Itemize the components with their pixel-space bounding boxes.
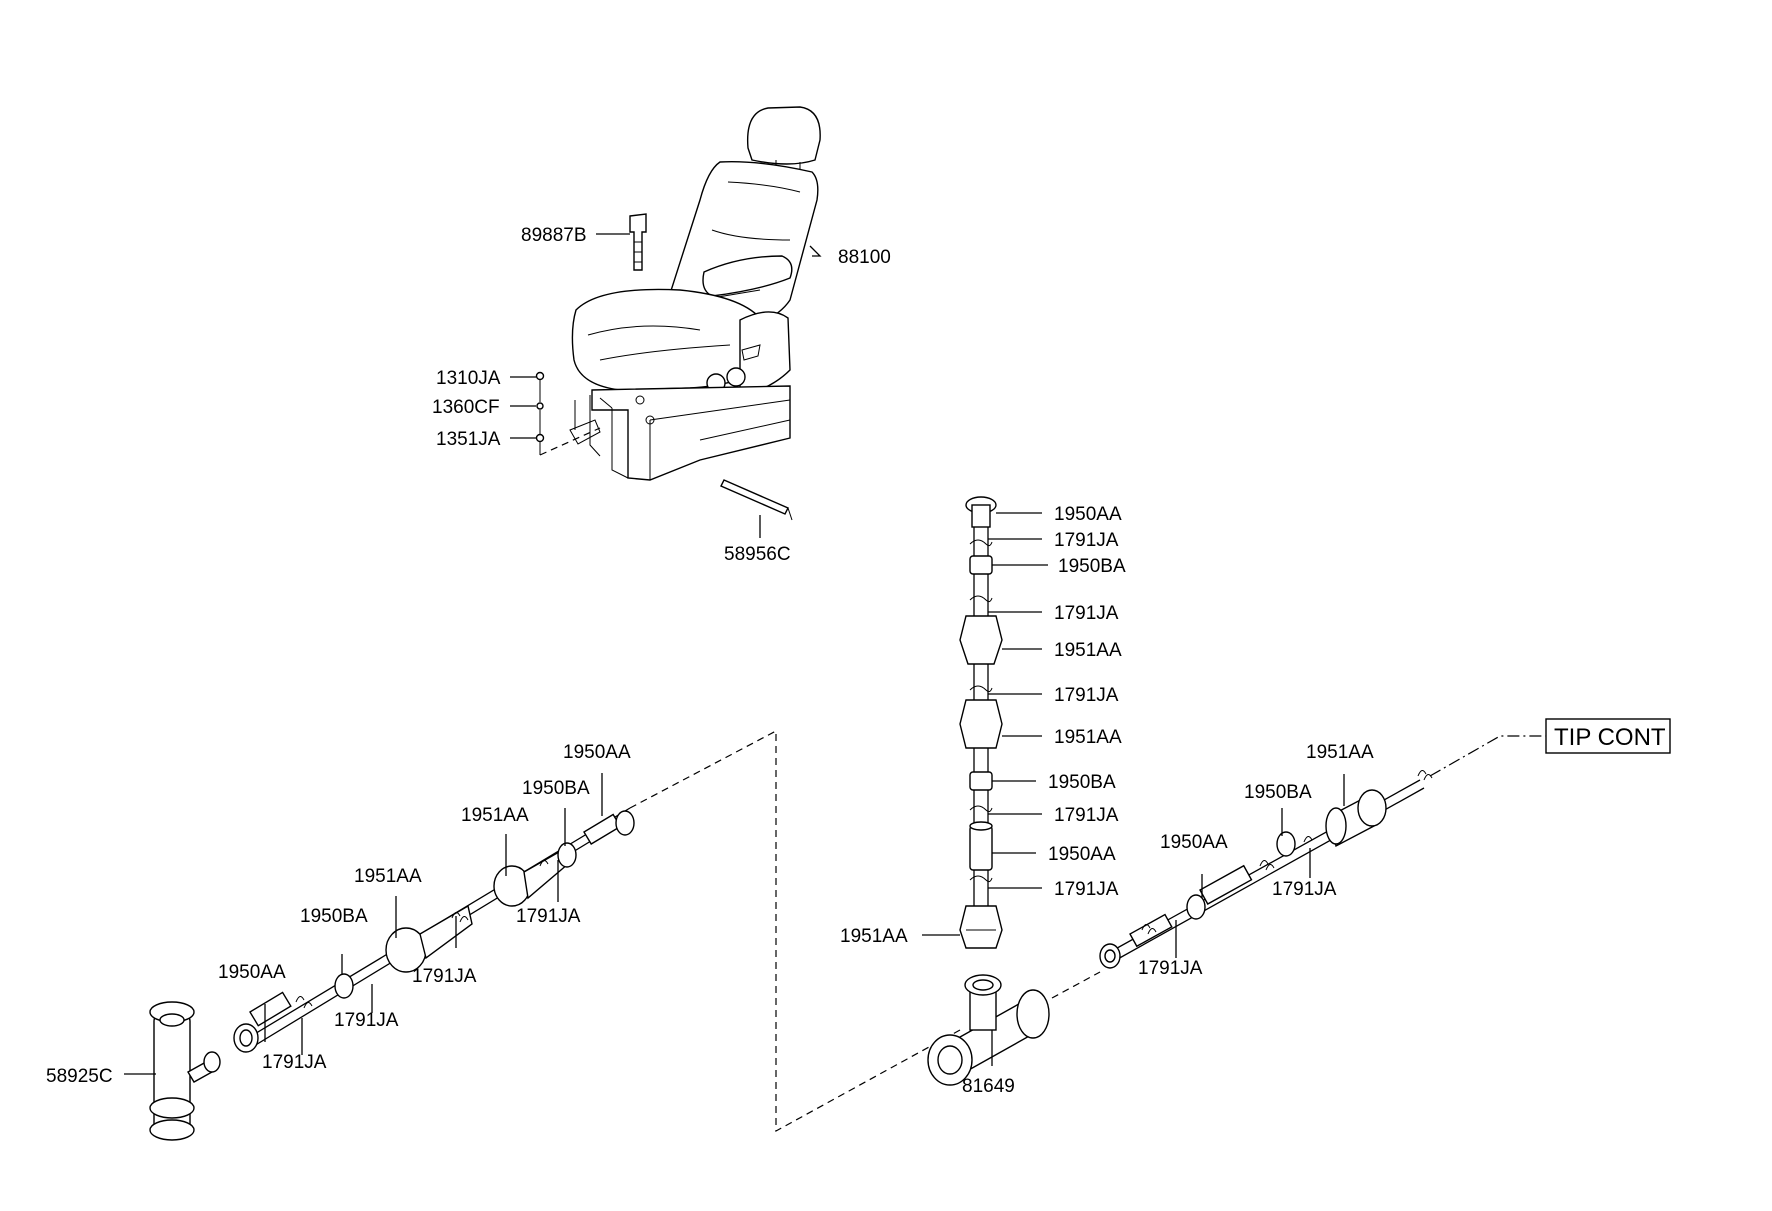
label-vert-1950AA-2: 1950AA [1048,844,1116,865]
label-58925C: 58925C [46,1066,113,1087]
label-vert-1951AA-2: 1951AA [1054,727,1122,748]
label-vert-1791JA-3: 1791JA [1054,685,1119,706]
tee-fitting-left [149,1001,221,1141]
seat-hardware [535,371,601,456]
label-vert-1791JA-4: 1791JA [1054,805,1119,826]
seat-assembly [569,106,821,481]
label-81649: 81649 [962,1076,1015,1097]
label-left-1950BA-low: 1950BA [300,906,368,927]
label-right-1950BA: 1950BA [1244,782,1312,803]
seat-pin [720,479,793,521]
label-tip-cont: TIP CONT [1554,724,1666,751]
left-fluid-line [124,730,961,1141]
label-58956C: 58956C [724,544,791,565]
label-left-1791JA-upper: 1791JA [516,906,581,927]
label-89887B: 89887B [521,225,587,246]
label-left-1791JA-bottom: 1791JA [262,1052,327,1073]
label-left-1791JA-low: 1791JA [334,1010,399,1031]
label-vert-1951AA-3: 1951AA [840,926,908,947]
tee-fitting-right [927,974,1050,1086]
label-right-1951AA: 1951AA [1306,742,1374,763]
label-1310JA: 1310JA [436,368,501,389]
tip-cont-box [1545,718,1671,754]
label-vert-1791JA-2: 1791JA [1054,603,1119,624]
label-vert-1791JA-5: 1791JA [1054,879,1119,900]
right-fluid-line [1051,735,1546,999]
label-left-1951AA-mid: 1951AA [354,866,422,887]
headrest [746,106,821,165]
label-right-1791JA-upper: 1791JA [1272,879,1337,900]
label-vert-1791JA-1: 1791JA [1054,530,1119,551]
armrest [702,255,793,297]
label-right-1791JA-lower: 1791JA [1138,958,1203,979]
label-vert-1951AA-1: 1951AA [1054,640,1122,661]
label-right-1950AA: 1950AA [1160,832,1228,853]
left-line-fittings [233,810,635,1053]
label-vert-1950AA-top: 1950AA [1054,504,1122,525]
label-1360CF: 1360CF [432,397,500,418]
seat-belt-buckle [629,213,647,271]
label-88100: 88100 [838,247,891,268]
label-vert-1950BA-2: 1950BA [1048,772,1116,793]
label-left-1950AA-low: 1950AA [218,962,286,983]
vertical-fluid-line [922,496,1048,949]
label-left-1951AA-upper: 1951AA [461,805,529,826]
label-left-1950BA-top: 1950BA [522,778,590,799]
label-1351JA: 1351JA [436,429,501,450]
seat-base-frame [591,385,791,481]
label-left-1791JA-mid: 1791JA [412,966,477,987]
label-vert-1950BA-1: 1950BA [1058,556,1126,577]
label-left-1950AA-top: 1950AA [563,742,631,763]
